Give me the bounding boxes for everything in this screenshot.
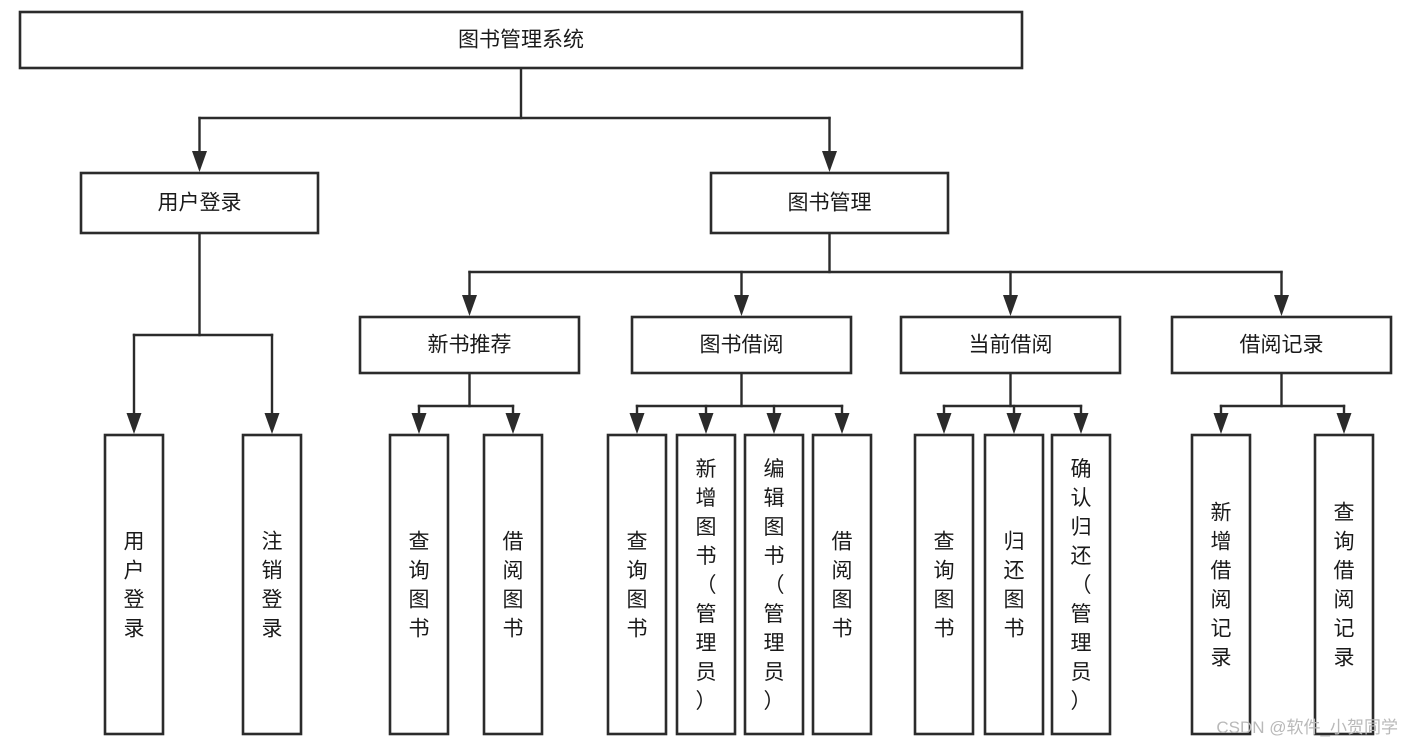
node-box[interactable] xyxy=(482,433,544,736)
edge-arrowhead xyxy=(629,413,645,434)
node-box[interactable] xyxy=(709,171,950,235)
node-box[interactable] xyxy=(358,315,581,375)
edge-arrowhead xyxy=(462,295,477,316)
node-label: 查询借阅记录 xyxy=(1334,502,1355,670)
node-label: 注销登录 xyxy=(262,531,283,641)
node-leaf-edit-book[interactable]: 编辑图书（管理员） xyxy=(743,433,805,736)
edge-arrowhead xyxy=(1213,413,1229,434)
edge-group-book-manage xyxy=(462,231,1289,316)
node-leaf-add-book[interactable]: 新增图书（管理员） xyxy=(675,433,737,736)
edge-arrowhead xyxy=(411,413,427,434)
node-current-borrow[interactable]: 当前借阅 xyxy=(899,315,1122,375)
edge-arrowhead xyxy=(1006,413,1022,434)
node-leaf-query-book-3[interactable]: 查询图书 xyxy=(913,433,975,736)
node-label: 新书推荐 xyxy=(428,334,512,357)
edge-arrowhead xyxy=(505,413,521,434)
node-root[interactable]: 图书管理系统 xyxy=(18,10,1024,70)
edge-group-root xyxy=(192,66,837,172)
edge-arrowhead xyxy=(192,151,207,172)
node-label: 查询图书 xyxy=(627,531,648,641)
edge-arrowhead xyxy=(834,413,850,434)
node-label: 当前借阅 xyxy=(969,334,1053,357)
node-user-login[interactable]: 用户登录 xyxy=(79,171,320,235)
node-leaf-query-book-1[interactable]: 查询图书 xyxy=(388,433,450,736)
edge-group-user-login xyxy=(126,231,280,434)
node-box[interactable] xyxy=(606,433,668,736)
node-box[interactable] xyxy=(1050,433,1112,736)
node-label: 图书管理系统 xyxy=(458,29,584,52)
edge-arrowhead xyxy=(264,413,280,434)
node-box[interactable] xyxy=(1190,433,1252,736)
node-leaf-query-book-2[interactable]: 查询图书 xyxy=(606,433,668,736)
node-box[interactable] xyxy=(103,433,165,736)
node-leaf-logout[interactable]: 注销登录 xyxy=(241,433,303,736)
node-label: 新增图书（管理员） xyxy=(696,458,717,713)
node-box[interactable] xyxy=(913,433,975,736)
node-book-manage[interactable]: 图书管理 xyxy=(709,171,950,235)
edge-group-new-book-rec xyxy=(411,371,521,434)
node-label: 编辑图书（管理员） xyxy=(764,458,785,713)
edge-arrowhead xyxy=(734,295,749,316)
edge-arrowhead xyxy=(126,413,142,434)
csdn-watermark: CSDN @软件_小贺同学 xyxy=(1216,718,1398,737)
node-label: 借阅图书 xyxy=(503,531,524,641)
node-leaf-borrow-book-1[interactable]: 借阅图书 xyxy=(482,433,544,736)
node-box[interactable] xyxy=(241,433,303,736)
edge-group-current-borrow xyxy=(936,371,1089,434)
node-box[interactable] xyxy=(743,433,805,736)
nodes-layer: 图书管理系统用户登录图书管理新书推荐图书借阅当前借阅借阅记录用户登录注销登录查询… xyxy=(18,10,1393,736)
node-label: 图书借阅 xyxy=(700,334,784,357)
node-box[interactable] xyxy=(79,171,320,235)
edge-arrowhead xyxy=(936,413,952,434)
edge-group-book-borrow xyxy=(629,371,850,434)
node-box[interactable] xyxy=(18,10,1024,70)
node-box[interactable] xyxy=(1313,433,1375,736)
node-label: 确认归还（管理员） xyxy=(1071,458,1092,713)
edge-arrowhead xyxy=(1336,413,1352,434)
node-borrow-record[interactable]: 借阅记录 xyxy=(1170,315,1393,375)
node-book-borrow[interactable]: 图书借阅 xyxy=(630,315,853,375)
node-box[interactable] xyxy=(899,315,1122,375)
node-leaf-return-book[interactable]: 归还图书 xyxy=(983,433,1045,736)
edge-arrowhead xyxy=(1073,413,1089,434)
node-box[interactable] xyxy=(675,433,737,736)
node-leaf-borrow-book-2[interactable]: 借阅图书 xyxy=(811,433,873,736)
node-box[interactable] xyxy=(811,433,873,736)
node-new-book-rec[interactable]: 新书推荐 xyxy=(358,315,581,375)
edge-arrowhead xyxy=(1003,295,1018,316)
node-box[interactable] xyxy=(388,433,450,736)
node-label: 借阅记录 xyxy=(1240,334,1324,357)
node-label: 图书管理 xyxy=(788,192,872,215)
edge-arrowhead xyxy=(1274,295,1289,316)
node-label: 新增借阅记录 xyxy=(1211,502,1232,670)
node-leaf-query-record[interactable]: 查询借阅记录 xyxy=(1313,433,1375,736)
node-label: 查询图书 xyxy=(934,531,955,641)
node-leaf-user-login[interactable]: 用户登录 xyxy=(103,433,165,736)
node-label: 用户登录 xyxy=(158,192,242,215)
edges-layer xyxy=(126,66,1352,434)
edge-arrowhead xyxy=(822,151,837,172)
node-box[interactable] xyxy=(630,315,853,375)
node-leaf-add-record[interactable]: 新增借阅记录 xyxy=(1190,433,1252,736)
node-label: 用户登录 xyxy=(124,531,145,641)
node-leaf-confirm-return[interactable]: 确认归还（管理员） xyxy=(1050,433,1112,736)
edge-group-borrow-record xyxy=(1213,371,1352,434)
node-label: 查询图书 xyxy=(409,531,430,641)
node-label: 归还图书 xyxy=(1004,531,1025,641)
node-box[interactable] xyxy=(1170,315,1393,375)
node-box[interactable] xyxy=(983,433,1045,736)
edge-arrowhead xyxy=(698,413,714,434)
node-label: 借阅图书 xyxy=(832,531,853,641)
edge-arrowhead xyxy=(766,413,782,434)
